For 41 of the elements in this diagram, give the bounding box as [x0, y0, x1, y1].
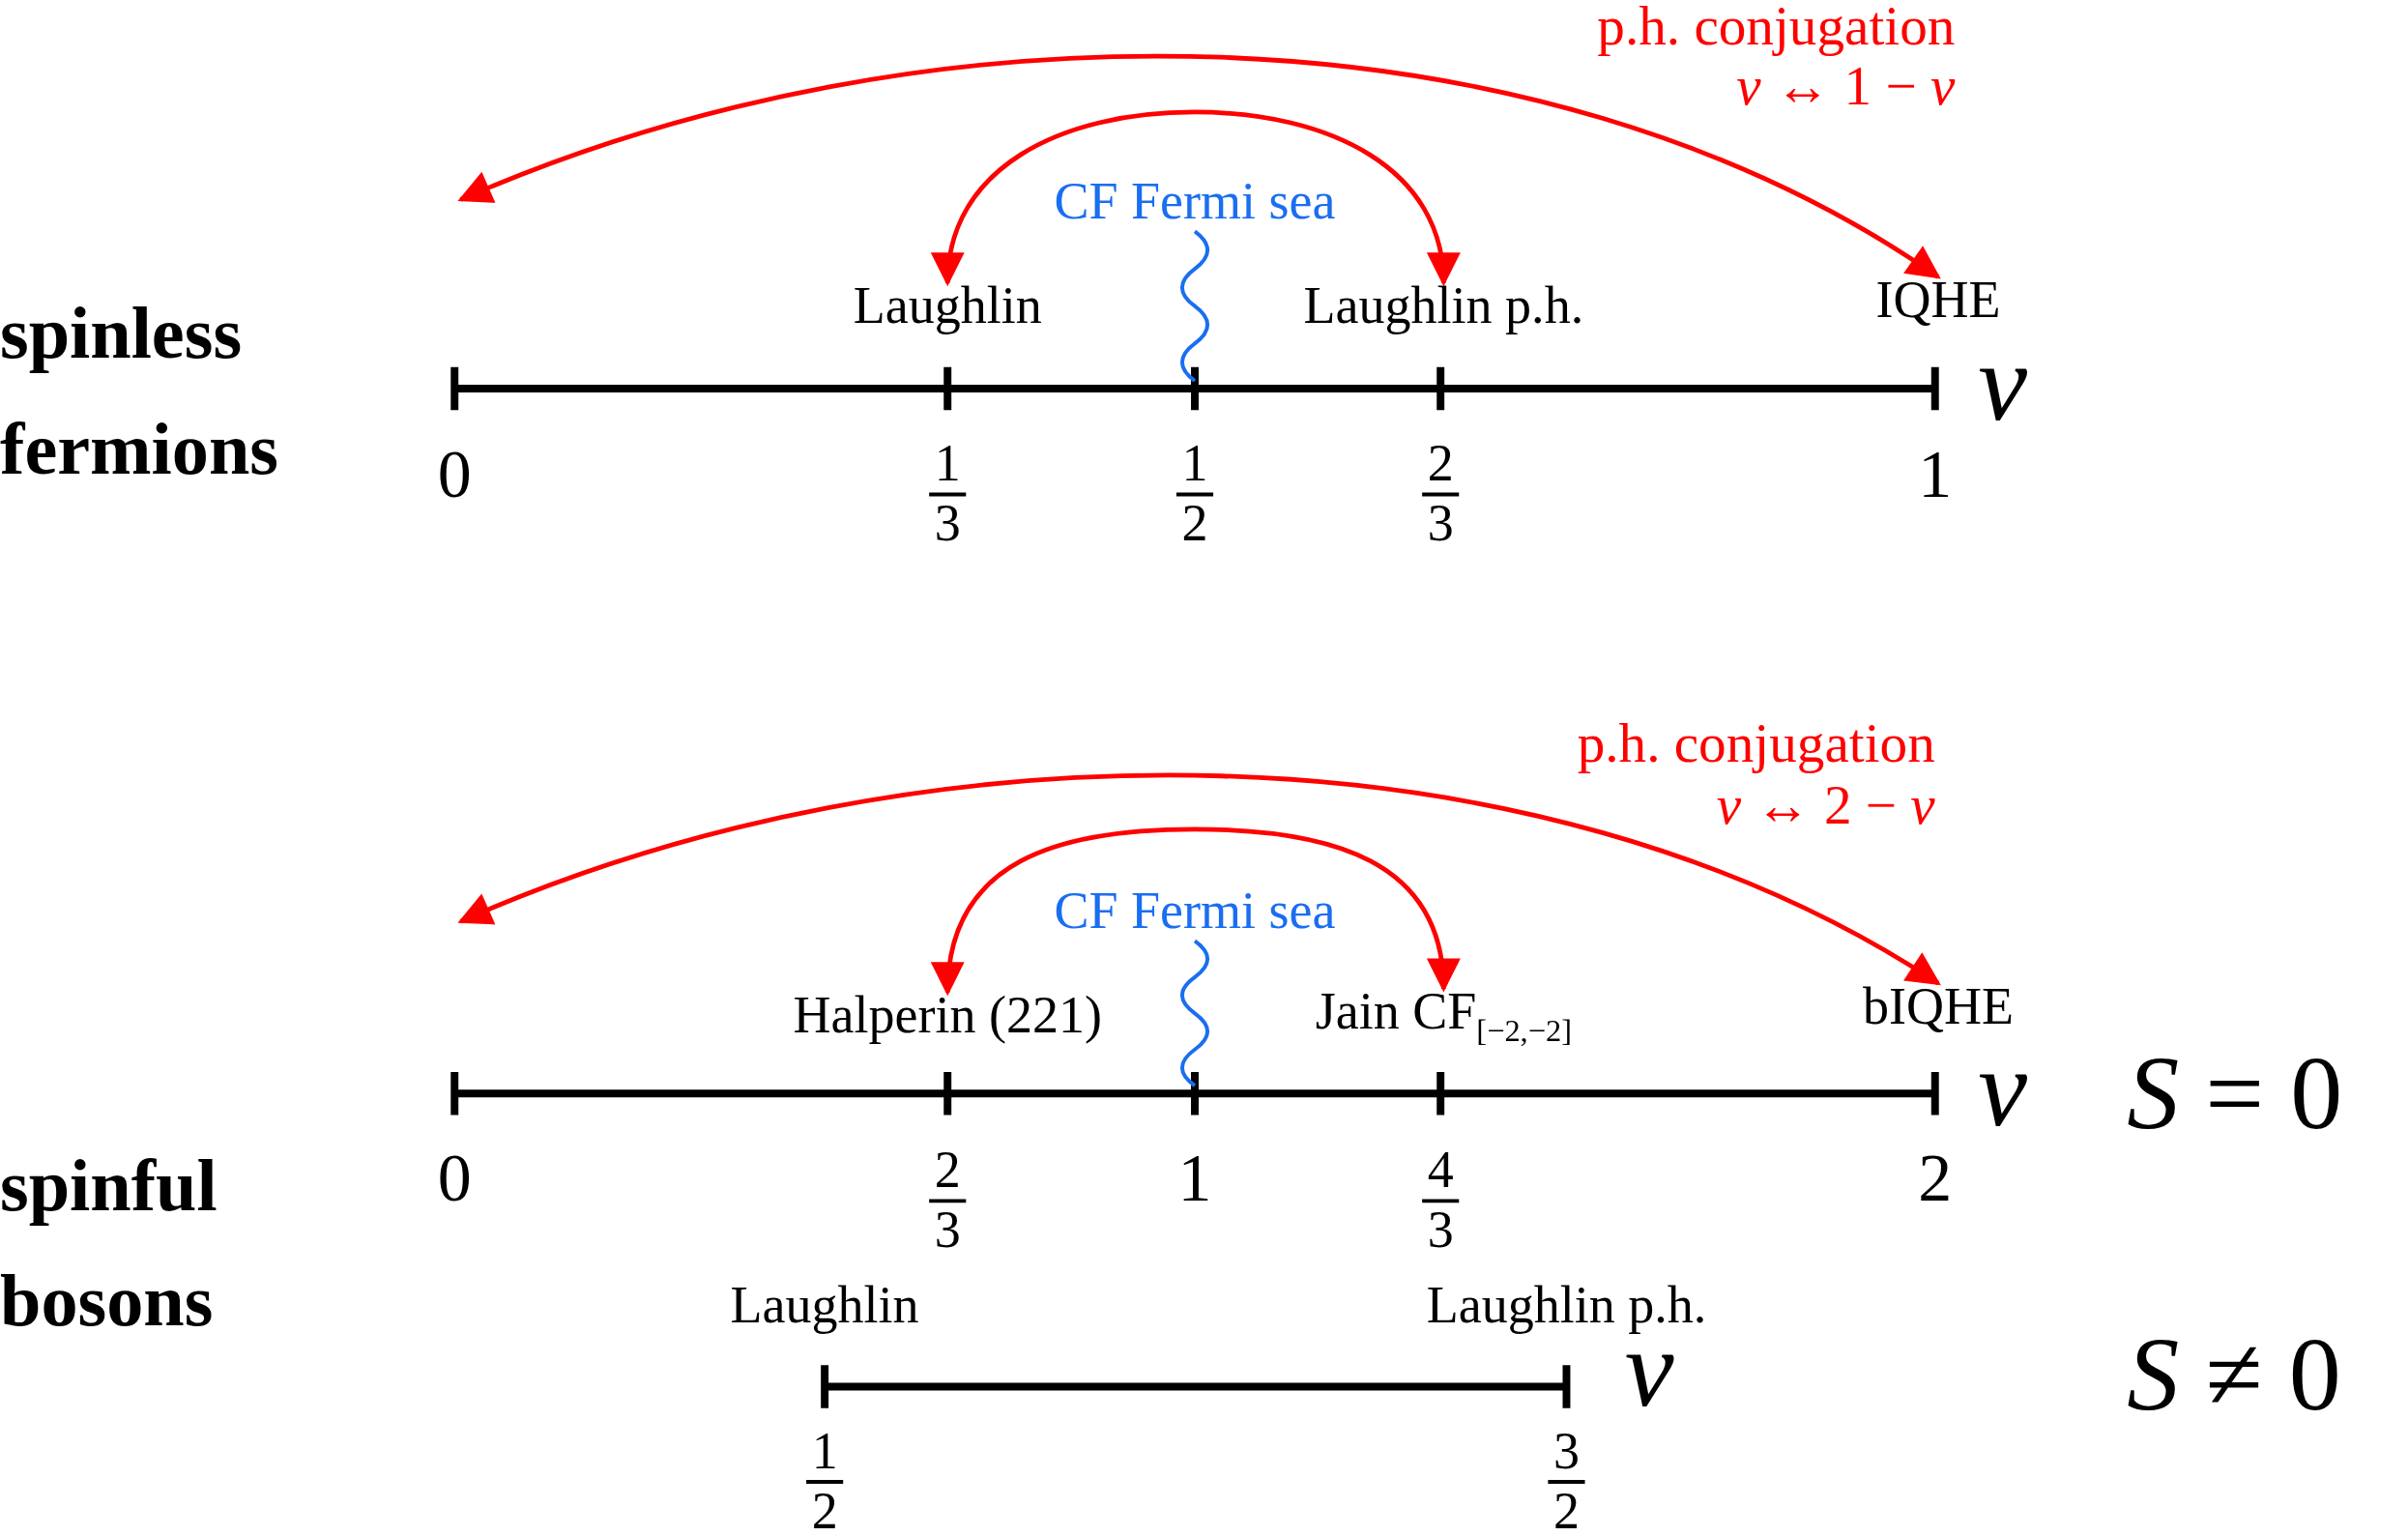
leader-line — [1179, 939, 1210, 1087]
fraction-denominator: 3 — [934, 497, 961, 550]
state-label: CF Fermi sea — [1054, 172, 1336, 230]
equation: S ≠ 0 — [2127, 1317, 2341, 1433]
equation: S = 0 — [2127, 1035, 2343, 1151]
leader-line — [1179, 229, 1210, 383]
fraction-numerator: 3 — [1552, 1425, 1580, 1478]
state-label: CF Fermi sea — [1054, 882, 1336, 940]
state-label: Jain CF$_{[−2,−2]}$ — [1315, 982, 1572, 1048]
fraction-denominator: 3 — [934, 1203, 961, 1257]
double-arrow — [933, 109, 1459, 287]
fraction-denominator: 2 — [1552, 1485, 1580, 1536]
tick-label: 2 — [1918, 1142, 1953, 1217]
annotation: p.h. conjugation — [1577, 714, 1935, 775]
tick-label: 1 — [1177, 1142, 1212, 1217]
fraction-numerator: 1 — [811, 1425, 838, 1478]
state-label: Halperin (221) — [793, 986, 1102, 1044]
fraction-denominator: 2 — [811, 1485, 838, 1536]
fraction-denominator: 3 — [1427, 497, 1454, 550]
state-label: Laughlin p.h. — [1303, 276, 1584, 334]
fraction-denominator: 2 — [1181, 497, 1208, 550]
fraction-numerator: 1 — [1181, 437, 1208, 490]
equation: ν ↔ 2 − ν — [1716, 775, 1935, 837]
tick-label: 1 — [1918, 439, 1953, 513]
annotation: p.h. conjugation — [1597, 0, 1956, 59]
tick-label: 0 — [437, 1142, 472, 1217]
double-arrow — [457, 773, 1941, 986]
fraction-numerator: 1 — [934, 437, 961, 490]
equation: ν ↔ 1 − ν — [1736, 57, 1956, 118]
fraction-numerator: 2 — [1427, 437, 1454, 490]
fraction-numerator: 2 — [934, 1144, 961, 1197]
double-arrow — [457, 54, 1941, 279]
state-label: Laughlin — [853, 276, 1042, 334]
fraction-denominator: 3 — [1427, 1203, 1454, 1257]
tick-label: 0 — [437, 439, 472, 513]
state-label: Laughlin — [730, 1276, 919, 1335]
double-arrow — [933, 826, 1459, 997]
state-label: Laughlin p.h. — [1426, 1276, 1707, 1335]
row-heading: spinless fermions — [0, 291, 280, 491]
fraction-numerator: 4 — [1427, 1144, 1454, 1197]
row-heading: spinful bosons — [0, 1143, 218, 1343]
